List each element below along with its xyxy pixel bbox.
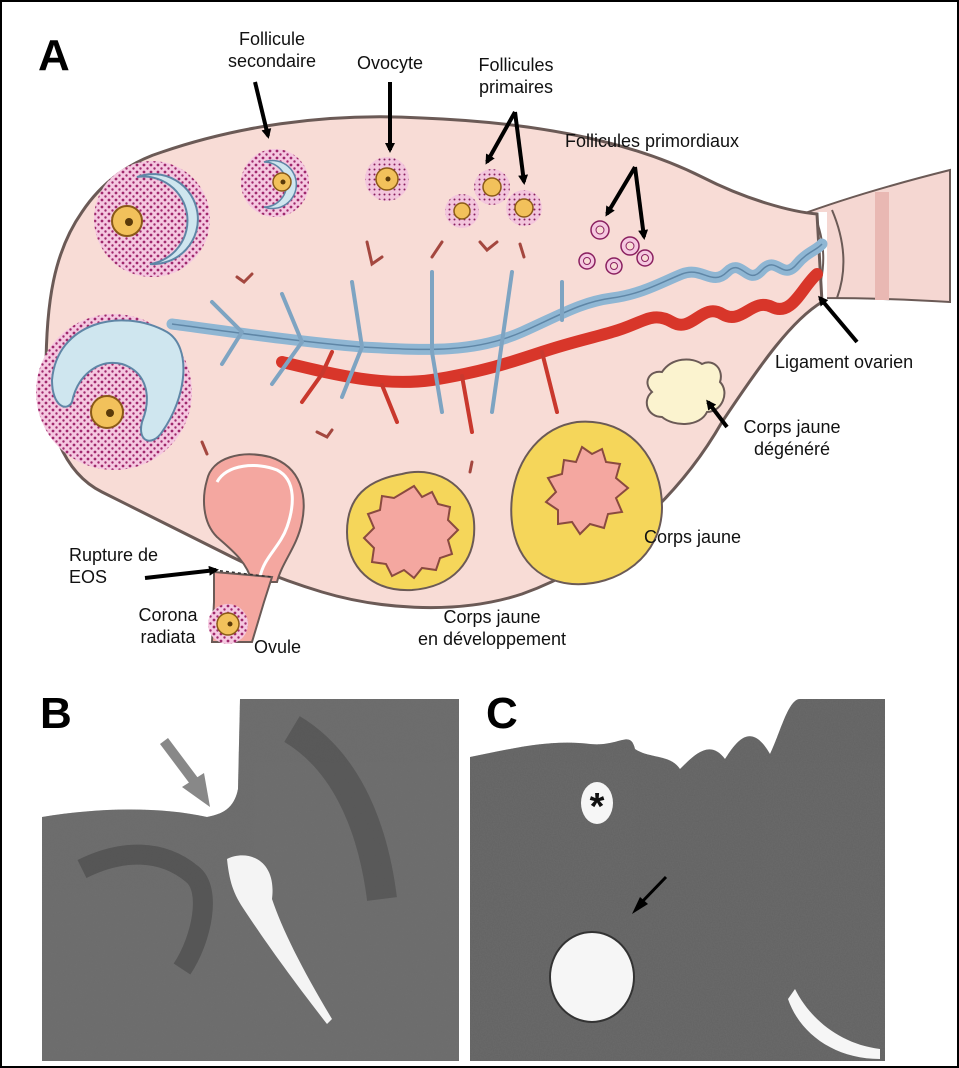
large-cavity (550, 932, 634, 1022)
micrograph-c: * (470, 699, 885, 1061)
label-follicules-primordiaux: Follicules primordiaux (565, 130, 785, 152)
micrograph-b-image (42, 699, 459, 1061)
secondary-follicle (241, 149, 309, 217)
gray-arrow (164, 741, 210, 807)
arrow-ligament (820, 298, 857, 342)
panel-label-b: B (40, 692, 72, 736)
label-follicule-secondaire: Follicule secondaire (207, 28, 337, 72)
panel-label-c: C (486, 692, 518, 736)
label-corps-jaune-degenere: Corps jaune dégénéré (732, 416, 852, 460)
micrograph-c-image: * (470, 699, 885, 1061)
antral-follicle-1 (94, 161, 210, 277)
panel-label-a: A (38, 34, 70, 78)
label-corps-jaune-developpement: Corps jaune en développement (392, 606, 592, 650)
label-ovule: Ovule (254, 636, 314, 658)
asterisk: * (590, 786, 605, 828)
label-corps-jaune: Corps jaune (644, 526, 774, 548)
developing-corpus-luteum (347, 472, 474, 590)
label-ligament-ovarien: Ligament ovarien (775, 351, 955, 373)
micrograph-b (42, 699, 459, 1061)
ovule (208, 604, 248, 644)
corpus-luteum (511, 422, 662, 585)
label-ovocyte: Ovocyte (344, 52, 436, 74)
label-rupture-eos: Rupture de EOS (69, 544, 179, 588)
antral-follicle-2 (36, 314, 192, 470)
oocyte-follicle (365, 157, 409, 201)
label-corona-radiata: Corona radiata (128, 604, 208, 648)
label-follicules-primaires: Follicules primaires (456, 54, 576, 98)
